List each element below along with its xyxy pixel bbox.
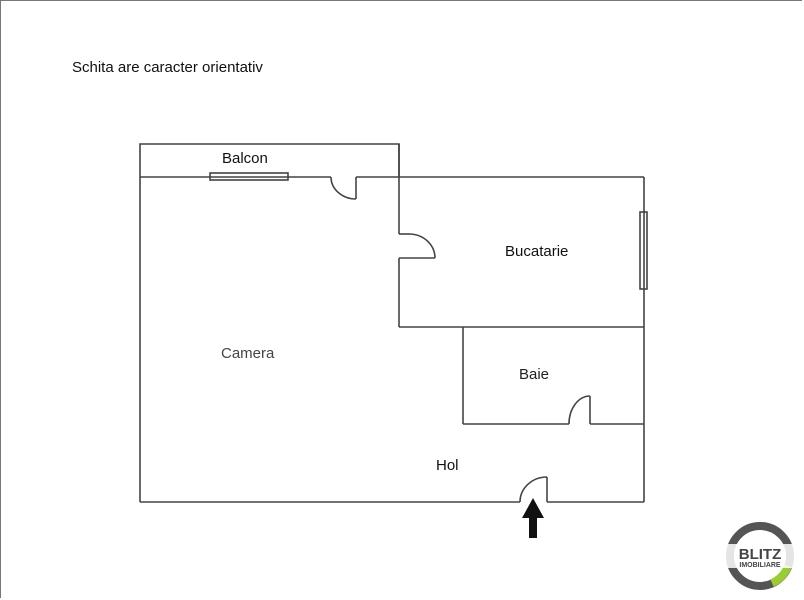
room-label-balcon: Balcon	[222, 150, 268, 167]
window-icon	[209, 172, 289, 181]
svg-text:IMOBILIARE: IMOBILIARE	[739, 562, 781, 569]
room-label-baie: Baie	[519, 366, 550, 383]
blitz-logo: BLITZ IMOBILIARE	[726, 522, 794, 590]
door-swing-icon	[519, 476, 548, 503]
disclaimer-note: Schita are caracter orientativ	[72, 59, 263, 76]
room-label-camera: Camera	[221, 345, 275, 362]
window-icon	[639, 211, 648, 290]
balcony-outline	[139, 143, 400, 177]
room-label-bucatarie: Bucatarie	[505, 243, 569, 260]
room-label-hol: Hol	[436, 457, 459, 474]
door-swing-icon	[409, 233, 436, 259]
svg-text:BLITZ: BLITZ	[739, 546, 782, 563]
door-swing-icon	[568, 395, 591, 425]
entrance-arrow-icon	[522, 498, 544, 538]
door-swing-icon	[330, 176, 357, 200]
